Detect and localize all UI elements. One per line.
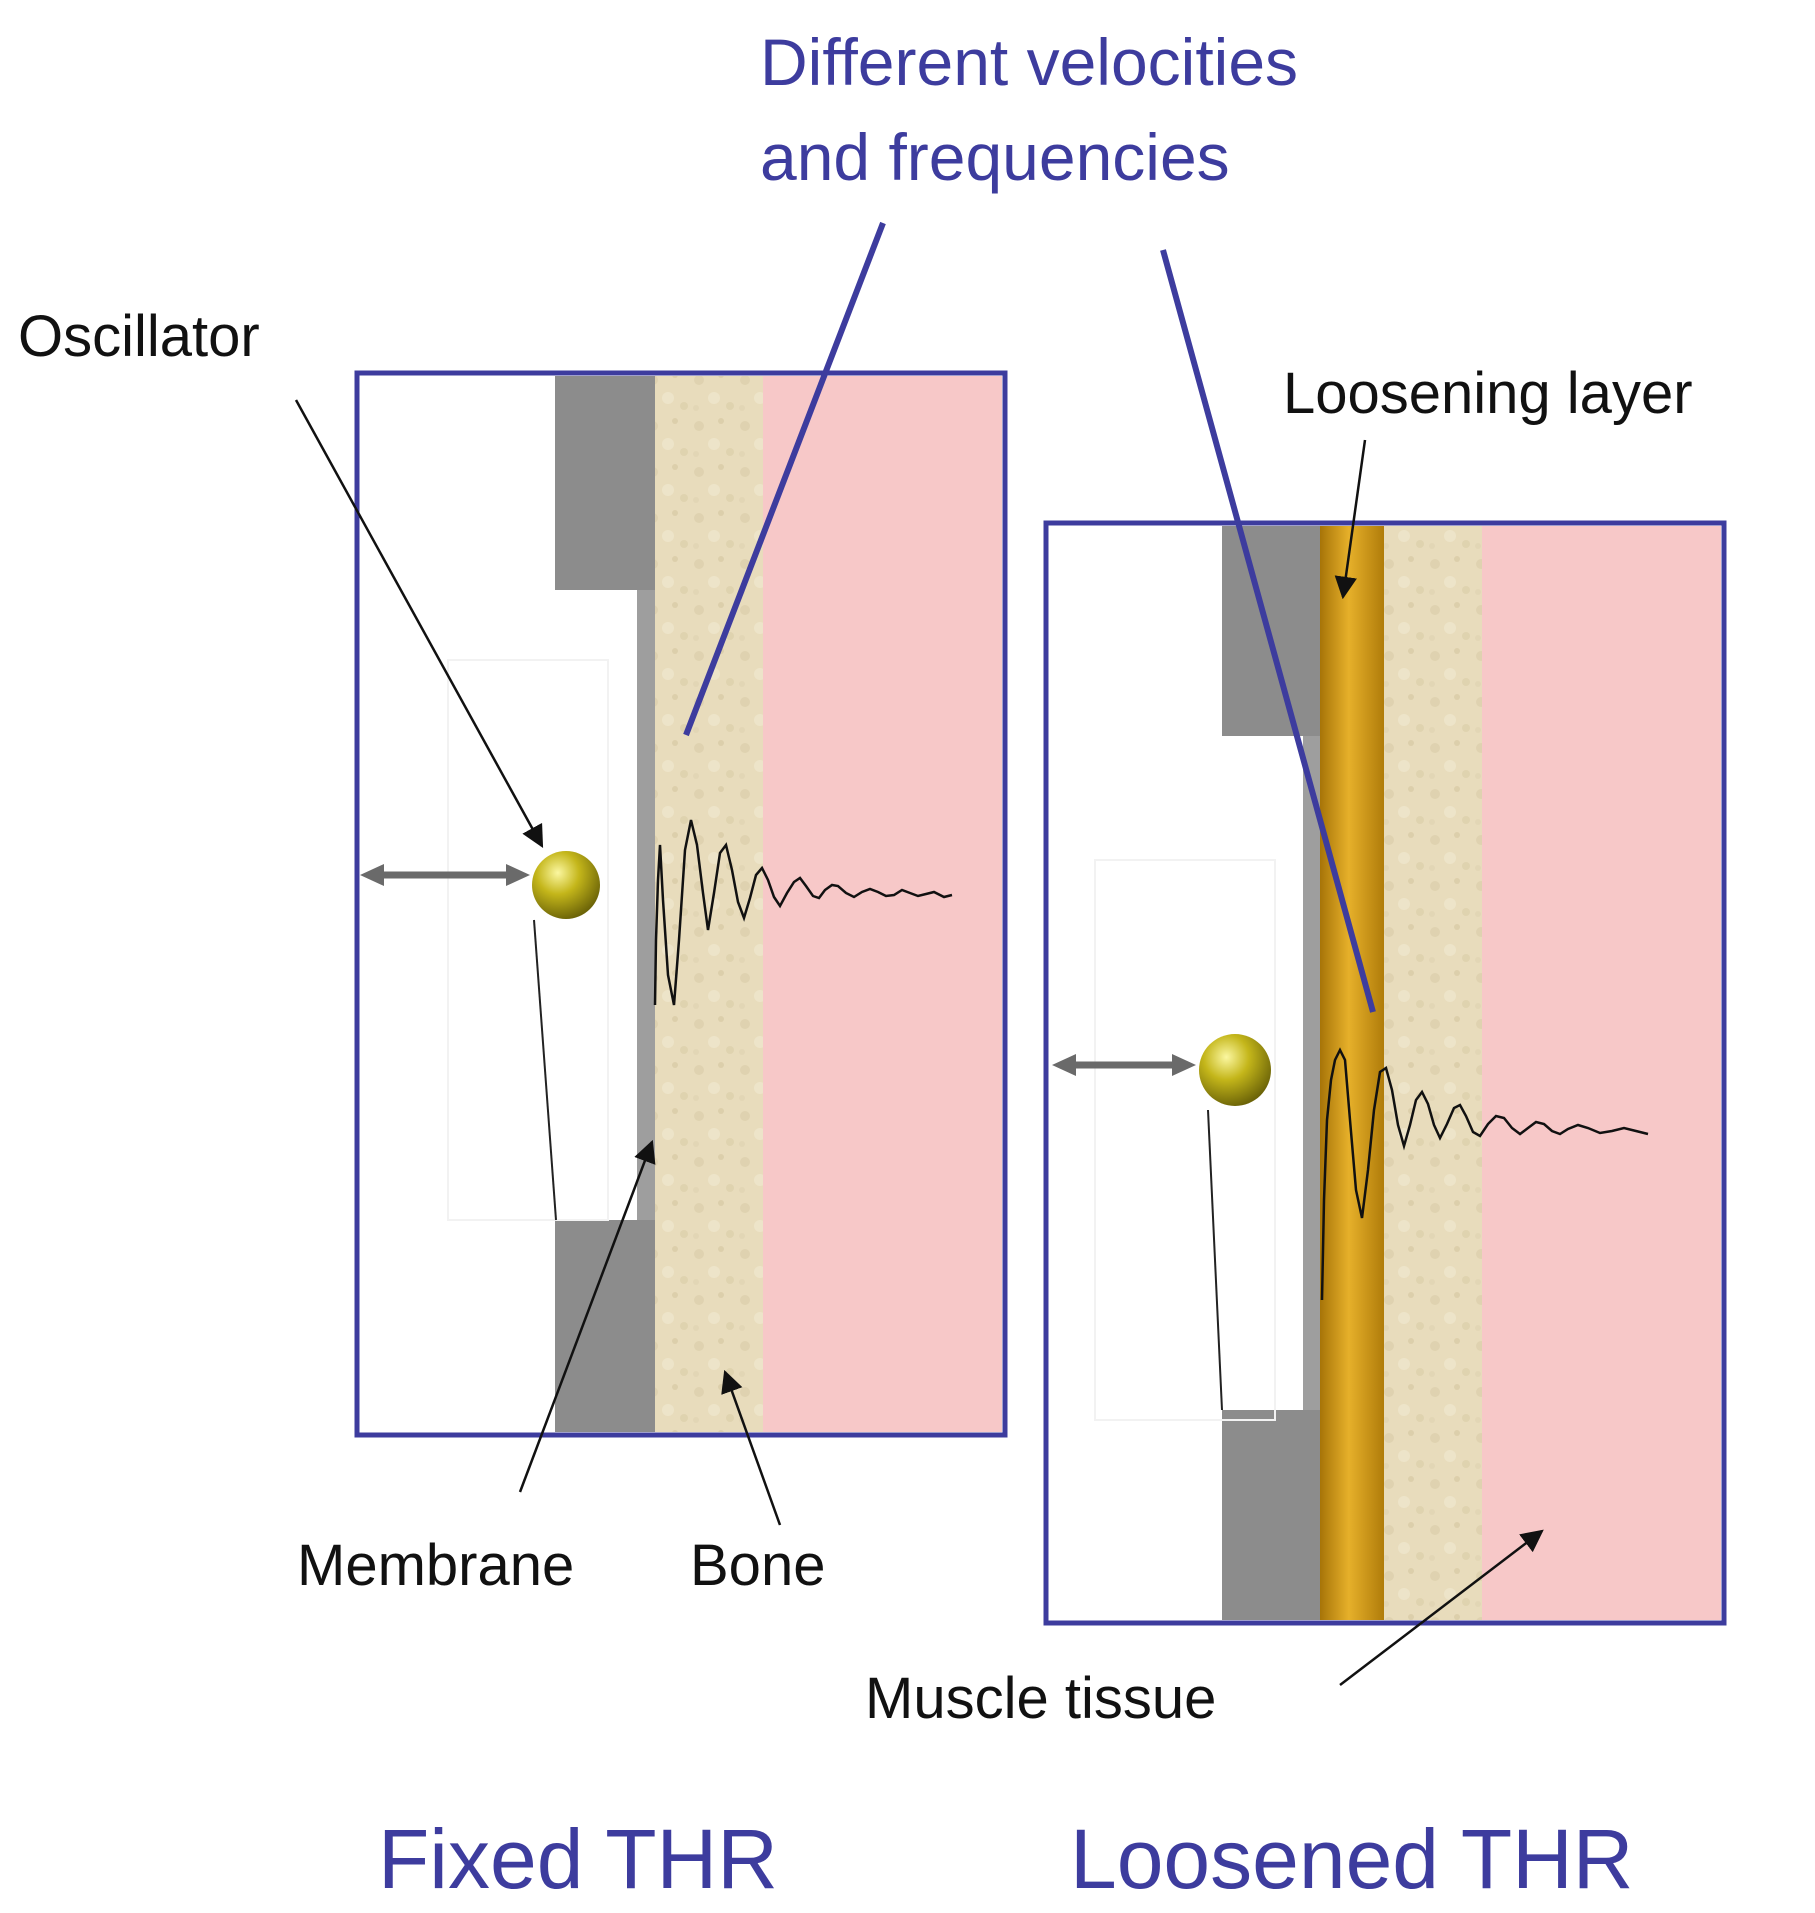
loosened-muscle-tissue <box>1480 526 1721 1620</box>
membrane-label: Membrane <box>297 1533 574 1598</box>
muscle-tissue-label: Muscle tissue <box>865 1666 1216 1731</box>
loosened-bidirectional-arrow <box>1052 1054 1196 1076</box>
loosening-layer-arrow <box>1334 439 1367 600</box>
loosened-wave <box>1320 1047 1649 1301</box>
loosened-oscillator-ball <box>1199 1034 1271 1106</box>
velocity-pointer-line-loosened <box>1160 249 1376 1013</box>
fixed-wave <box>653 819 953 1006</box>
bone-arrow <box>721 1369 782 1526</box>
oscillator-label: Oscillator <box>18 304 260 369</box>
loosening-layer <box>1320 526 1384 1620</box>
fixed-thr-panel <box>354 370 1008 1438</box>
loosened-bone <box>1382 526 1482 1620</box>
loosened-oscillator-rod <box>1207 1109 1223 1411</box>
fixed-oscillator-ball <box>532 851 600 919</box>
loosened-thr-panel <box>1043 520 1727 1626</box>
title-line-2: and frequencies <box>760 120 1230 194</box>
fixed-bone <box>655 376 763 1432</box>
fixed-faint-outline <box>447 659 609 1221</box>
muscle-tissue-arrow <box>1339 1529 1544 1686</box>
velocity-pointer-line-fixed <box>683 221 886 737</box>
bone-label: Bone <box>690 1533 825 1598</box>
fixed-bidirectional-arrow <box>360 864 530 886</box>
loosening-layer-label: Loosening layer <box>1283 361 1693 426</box>
loosened-prosthesis <box>1222 526 1320 1620</box>
loosened-membrane <box>1303 736 1320 1410</box>
fixed-muscle-tissue <box>760 376 1002 1432</box>
title-line-1: Different velocities <box>760 25 1298 99</box>
fixed-thr-caption: Fixed THR <box>378 1812 778 1906</box>
fixed-oscillator-rod <box>533 919 557 1221</box>
loosened-thr-caption: Loosened THR <box>1070 1812 1633 1906</box>
oscillator-arrow <box>294 399 544 848</box>
fixed-membrane <box>637 590 655 1220</box>
loosened-faint-outline <box>1094 859 1276 1421</box>
membrane-arrow <box>518 1139 656 1493</box>
